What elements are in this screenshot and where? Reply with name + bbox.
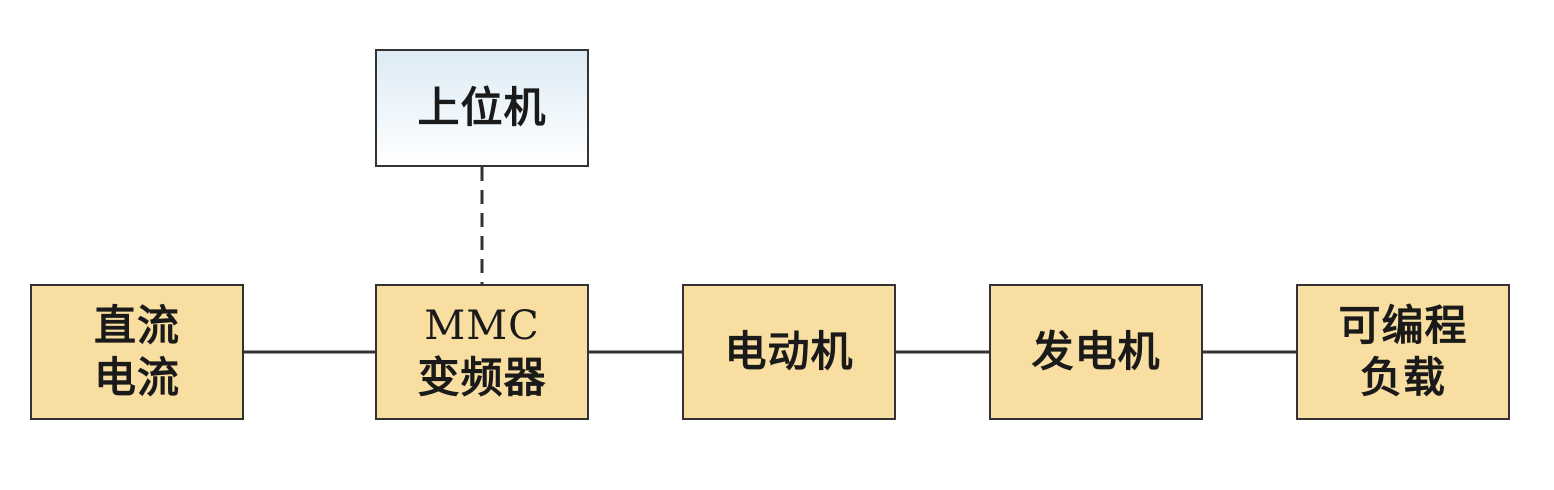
host-computer-box: 上位机 (375, 49, 589, 167)
generator-label: 发电机 (1031, 327, 1161, 376)
dc-current-label-line2: 电流 (93, 353, 180, 402)
mmc-inverter-box: MMC 变频器 (375, 284, 589, 420)
dc-current-label-line1: 直流 (93, 301, 180, 350)
host-computer-label: 上位机 (417, 83, 547, 132)
motor-box: 电动机 (682, 284, 896, 420)
programmable-load-box: 可编程 负载 (1296, 284, 1510, 420)
motor-label: 电动机 (724, 327, 854, 376)
mmc-inverter-label-line1: MMC (424, 303, 540, 349)
programmable-load-label-line2: 负载 (1359, 353, 1446, 402)
dc-current-box: 直流 电流 (30, 284, 244, 420)
mmc-inverter-label-line2: 变频器 (417, 353, 547, 402)
programmable-load-label-line1: 可编程 (1338, 301, 1468, 350)
generator-box: 发电机 (989, 284, 1203, 420)
